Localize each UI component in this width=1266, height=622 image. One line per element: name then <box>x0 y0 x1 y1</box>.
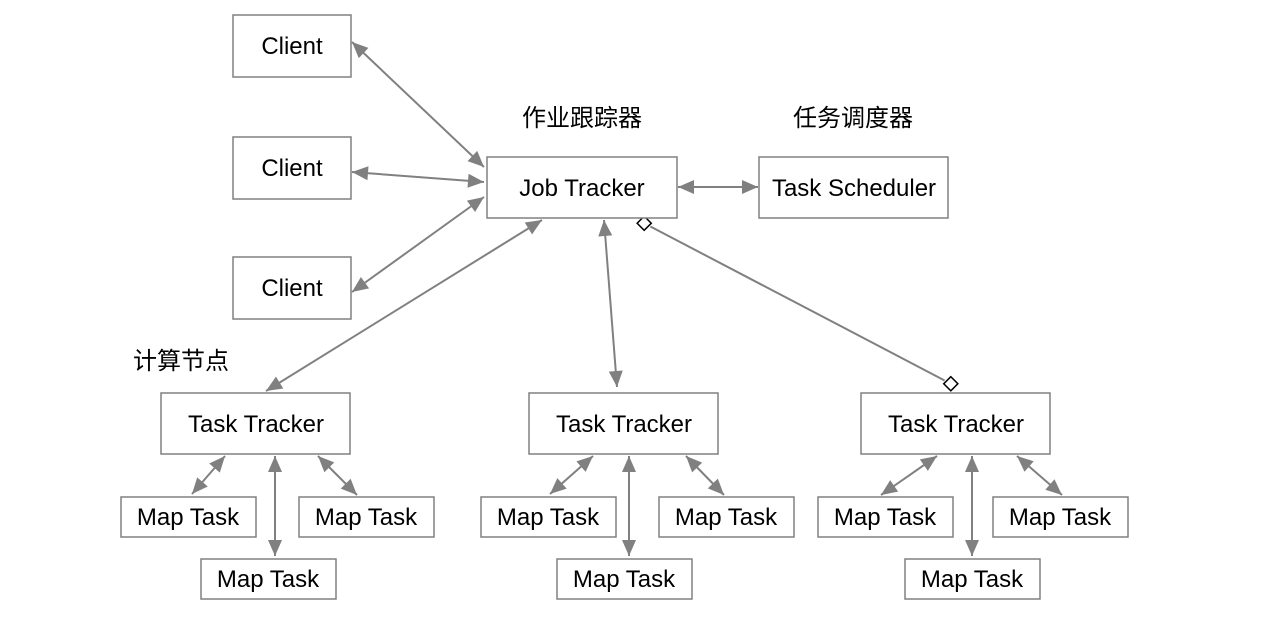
edges <box>191 41 1063 556</box>
edge-client-3-to-job-tracker <box>351 196 485 293</box>
node-label: Map Task <box>921 566 1024 593</box>
arrowhead-end <box>622 540 636 556</box>
arrowhead-start <box>678 180 694 194</box>
arrowhead-start <box>352 42 369 59</box>
node-label: Map Task <box>315 504 418 531</box>
arrowhead-end <box>340 478 357 495</box>
node-client-3: Client <box>232 256 352 320</box>
arrowhead-start <box>524 220 542 235</box>
edge-job-tracker-to-task-tracker-3 <box>649 225 946 382</box>
node-label: Task Tracker <box>556 411 692 438</box>
arrowhead-end <box>466 197 484 213</box>
node-label: Map Task <box>217 566 320 593</box>
node-map-task-1b: Map Task <box>298 496 435 538</box>
node-task-scheduler: Task Scheduler <box>758 156 949 219</box>
arrowhead-end <box>550 478 567 494</box>
arrowhead-start <box>1017 456 1034 472</box>
diamond-start-marker <box>636 215 653 232</box>
node-label: Map Task <box>137 504 240 531</box>
arrowhead-start <box>209 456 225 473</box>
node-map-task-3b: Map Task <box>992 496 1129 538</box>
node-map-task-3c: Map Task <box>904 558 1041 600</box>
node-map-task-2b: Map Task <box>658 496 795 538</box>
arrowhead-start <box>919 456 937 471</box>
arrowhead-end <box>608 370 623 387</box>
node-label: Client <box>261 275 323 302</box>
node-label: Task Tracker <box>888 411 1024 438</box>
node-task-tracker-2: Task Tracker <box>528 392 719 455</box>
node-label: Client <box>261 155 323 182</box>
arrowhead-start <box>598 220 613 237</box>
edge-client-2-to-job-tracker <box>351 171 485 183</box>
node-task-tracker-3: Task Tracker <box>860 392 1051 455</box>
arrowhead-end <box>467 173 484 188</box>
node-map-task-2a: Map Task <box>480 496 617 538</box>
compute-node-caption: 计算节点 <box>133 347 229 375</box>
edge-job-tracker-to-task-tracker-2 <box>603 219 618 388</box>
node-label: Map Task <box>1009 504 1112 531</box>
diamond-end-marker <box>942 375 959 392</box>
arrowhead-end <box>742 180 758 194</box>
arrowhead-end <box>707 478 724 495</box>
node-label: Client <box>261 33 323 60</box>
node-label: Map Task <box>675 504 778 531</box>
node-label: Map Task <box>834 504 937 531</box>
arrowhead-end <box>266 376 284 391</box>
arrowhead-start <box>352 276 370 292</box>
arrowhead-end <box>467 150 484 167</box>
node-map-task-3a: Map Task <box>817 496 954 538</box>
node-label: Task Tracker <box>188 411 324 438</box>
node-map-task-1c: Map Task <box>200 558 337 600</box>
node-label: Task Scheduler <box>772 175 936 202</box>
arrowhead-end <box>268 540 282 556</box>
job-tracker-caption: 作业跟踪器 <box>522 104 642 132</box>
node-label: Map Task <box>497 504 600 531</box>
node-label: Map Task <box>573 566 676 593</box>
arrowhead-start <box>622 456 636 472</box>
edge-client-1-to-job-tracker <box>351 41 485 168</box>
edge-job-tracker-to-task-tracker-1 <box>265 219 543 392</box>
arrowhead-end <box>965 540 979 556</box>
node-map-task-1a: Map Task <box>120 496 257 538</box>
node-map-task-2c: Map Task <box>556 558 693 600</box>
arrowhead-start <box>576 456 593 472</box>
arrowhead-end <box>881 480 899 495</box>
arrowhead-start <box>318 456 335 473</box>
node-job-tracker: Job Tracker <box>486 156 678 219</box>
arrowhead-start <box>965 456 979 472</box>
arrowhead-end <box>192 477 208 494</box>
task-scheduler-caption: 任务调度器 <box>793 104 913 132</box>
arrowhead-start <box>686 456 703 473</box>
arrowhead-start <box>268 456 282 472</box>
node-client-1: Client <box>232 14 352 78</box>
arrowhead-end <box>1045 479 1062 495</box>
node-client-2: Client <box>232 136 352 200</box>
node-label: Job Tracker <box>519 175 644 202</box>
arrowhead-start <box>352 166 369 181</box>
node-task-tracker-1: Task Tracker <box>160 392 351 455</box>
